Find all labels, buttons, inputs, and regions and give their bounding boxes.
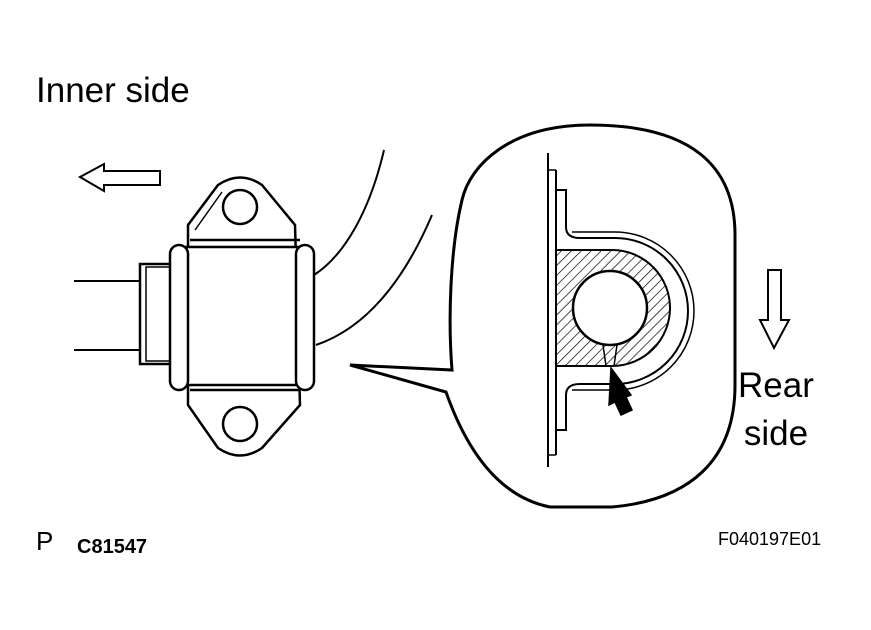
view-code-label: P — [36, 526, 54, 556]
rear-side-label: Rear side — [738, 366, 814, 453]
rear-direction-arrow-icon — [758, 269, 791, 351]
install-point-arrow-icon — [608, 365, 633, 416]
inner-side-label: Inner side — [36, 71, 190, 110]
detail-cross-section — [547, 153, 695, 467]
inner-direction-arrow-icon — [77, 162, 161, 193]
stabilizer-bushing — [138, 176, 316, 457]
figure-id-label: F040197E01 — [718, 529, 822, 549]
detail-callout-bubble — [349, 123, 737, 509]
part-code-label: C81547 — [77, 536, 148, 558]
stabilizer-bar — [74, 280, 140, 351]
vehicle-body-lines — [313, 149, 433, 346]
